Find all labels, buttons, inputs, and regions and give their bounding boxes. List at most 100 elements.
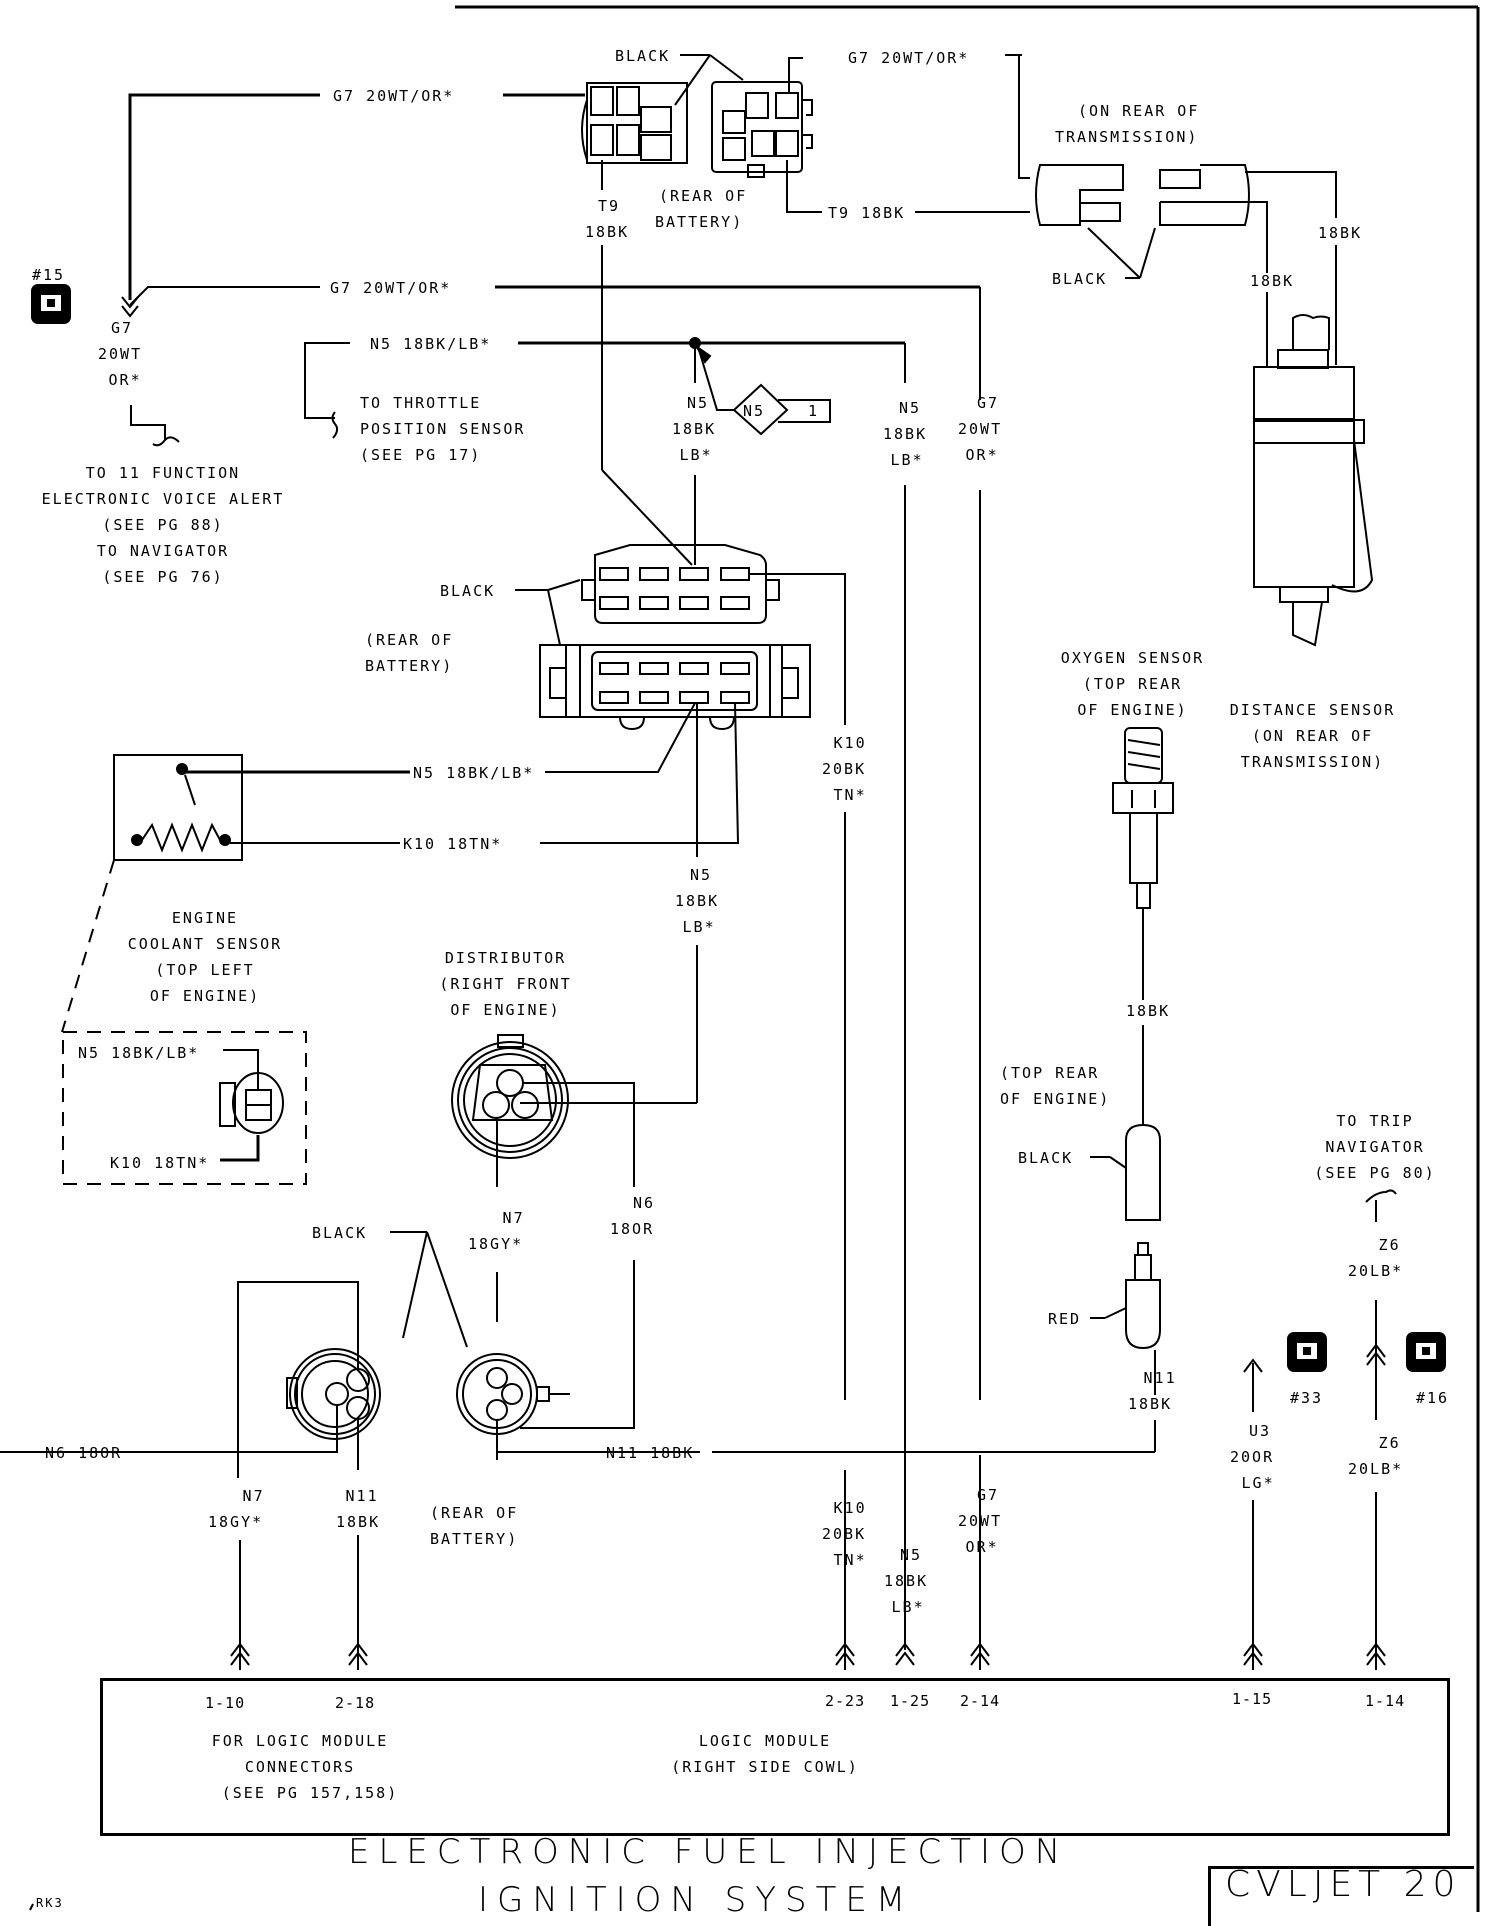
label-distributor: DISTRIBUTOR (RIGHT FRONT OF ENGINE) [439,949,572,1019]
wire-label-k10-bottom: K10 20BK TN* [822,1499,867,1569]
label-black-distance: BLACK [1052,270,1108,288]
label-black-top: BLACK [615,47,671,65]
wire-n7-n6-dist [496,1260,635,1429]
label-throttle: TO THROTTLE POSITION SENSOR (SEE PG 17) [360,394,526,464]
module-name: LOGIC MODULE (RIGHT SIDE COWL) [671,1732,859,1776]
label-black-bottom: BLACK [312,1224,368,1242]
corner-mark: RK3 [36,1896,64,1910]
splice-label-15: #15 [32,266,66,284]
wire-label-n11-horizontal: N11 18BK [606,1444,695,1462]
wire-label-n5-top: N5 18BK/LB* [370,335,492,353]
leader-black-distance [1087,227,1156,279]
wire-n7-n11-bottom [239,1535,359,1670]
wire-t9 [601,160,1030,566]
wire-label-distance-a: 18BK [1318,224,1363,242]
label-distance-sensor: DISTANCE SENSOR (ON REAR OF TRANSMISSION… [1229,701,1396,771]
leader-black-bottom [390,1231,468,1348]
wire-label-z6-lower: Z6 20LB* [1348,1434,1404,1478]
wire-label-g7-connector: G7 20WT/OR* [848,49,970,67]
page-code: CVLJET 20 [1225,1864,1462,1905]
wire-label-oxygen: 18BK [1126,1002,1171,1020]
label-voice-alert: TO 11 FUNCTION ELECTRONIC VOICE ALERT (S… [41,464,285,586]
module-note: FOR LOGIC MODULE CONNECTORS (SEE PG 157,… [211,1732,399,1802]
connector-black-top-right [711,81,813,178]
wire-label-g7-top: G7 20WT/OR* [333,87,455,105]
wire-label-n5-drop: N5 18BK LB* [672,394,717,464]
wire-g7-left-drop [130,405,180,447]
label-black-oxygen: BLACK [1018,1149,1074,1167]
wire-label-g7-mid: G7 20WT/OR* [330,279,452,297]
splice-label-16: #16 [1416,1389,1450,1407]
module-pin-2-14: 2-14 [960,1692,1001,1710]
wire-label-n5-bottom: N5 18BK LB* [884,1546,929,1616]
wire-label-n7-dist: N7 18GY* [468,1209,525,1253]
label-rear-battery-top: (REAR OF BATTERY) [655,187,748,231]
wire-n11 [712,1350,1156,1453]
wire-g7-connector [788,57,803,93]
label-coolant-sensor: ENGINE COOLANT SENSOR (TOP LEFT OF ENGIN… [127,909,283,1005]
wire-label-t9-horizontal: T9 18BK [828,204,906,222]
splice-label-33: #33 [1290,1389,1324,1407]
module-pin-1-14: 1-14 [1365,1692,1406,1710]
label-on-rear-transmission: (ON REAR OF TRANSMISSION) [1055,102,1200,146]
wire-label-n5-coolant: N5 18BK/LB* [413,764,535,782]
wire-label-n6-dist: N6 18OR [610,1194,656,1238]
splice-badge-33 [1287,1332,1327,1372]
leader-oxygen [1090,1156,1127,1319]
distance-sensor-body [1253,314,1374,647]
wire-g7-to-transmission [1018,55,1030,179]
splice-ref-n5-label: N5 [743,402,766,420]
connector-black-bottom-right [456,1353,700,1460]
module-pin-1-10: 1-10 [205,1694,246,1712]
splice-ref-n5-num: 1 [808,402,820,420]
wire-n5-coolant [185,702,696,774]
wire-label-u3: U3 20OR LG* [1230,1422,1275,1492]
label-oxygen-sensor: OXYGEN SENSOR (TOP REAR OF ENGINE) [1060,649,1205,719]
coolant-inset [62,1031,307,1185]
wire-label-g7-bottom: G7 20WT OR* [958,1486,1003,1556]
connector-black-mid-lower [539,644,811,731]
wire-distance-18bk [1245,171,1337,368]
distributor-connector [451,1034,635,1187]
wire-label-k10-coolant: K10 18TN* [403,835,503,853]
wire-z6 [1365,1189,1397,1670]
wire-k10 [750,573,846,1670]
oxygen-connector-red [1125,1242,1161,1350]
wire-label-n6-left: N6 18OR [45,1444,123,1462]
wire-label-distance-b: 18BK [1250,272,1295,290]
wire-label-g7-left: G7 20WT OR* [98,319,143,389]
module-pin-1-25: 1-25 [890,1692,931,1710]
label-black-mid: BLACK [440,582,496,600]
module-pin-2-23: 2-23 [825,1692,866,1710]
module-pin-1-15: 1-15 [1232,1690,1273,1708]
wire-label-n5-mid: N5 18BK LB* [675,866,720,936]
connector-black-bottom-left [0,1281,381,1478]
corner-tick [29,1903,34,1911]
module-pin-2-18: 2-18 [335,1694,376,1712]
wire-label-n5-right: N5 18BK LB* [883,399,928,469]
label-rear-battery-mid: (REAR OF BATTERY) [365,631,454,675]
splice-ref-n5 [696,346,831,436]
leader-black-mid [515,579,581,646]
wire-label-k10-vertical: K10 20BK TN* [822,734,867,804]
oxygen-connector-black [1125,1123,1161,1221]
wire-label-n11-bottom: N11 18BK [336,1487,381,1531]
wire-label-t9: T9 18BK [585,197,630,241]
splice-badge-15 [31,284,71,324]
wire-label-k10-inset: K10 18TN* [110,1154,210,1172]
connector-transmission [1035,164,1250,226]
connector-black-top-left [581,82,688,164]
wire-n5-top [304,337,906,1650]
diagram-title-line1: ELECTRONIC FUEL INJECTION [348,1832,1070,1872]
coolant-sensor [113,754,243,861]
wire-u3 [1243,1358,1263,1670]
oxygen-sensor [1112,727,1174,1125]
label-trip-navigator: TO TRIP NAVIGATOR (SEE PG 80) [1314,1112,1436,1182]
wire-label-n11-oxygen: N11 18BK [1128,1369,1177,1413]
wire-label-n7-bottom: N7 18GY* [208,1487,265,1531]
diagram-title-line2: IGNITION SYSTEM [478,1880,915,1920]
wire-k10-coolant [230,702,740,844]
label-top-rear-engine: (TOP REAR OF ENGINE) [1000,1064,1111,1108]
page-code-frame [1208,1866,1474,1926]
